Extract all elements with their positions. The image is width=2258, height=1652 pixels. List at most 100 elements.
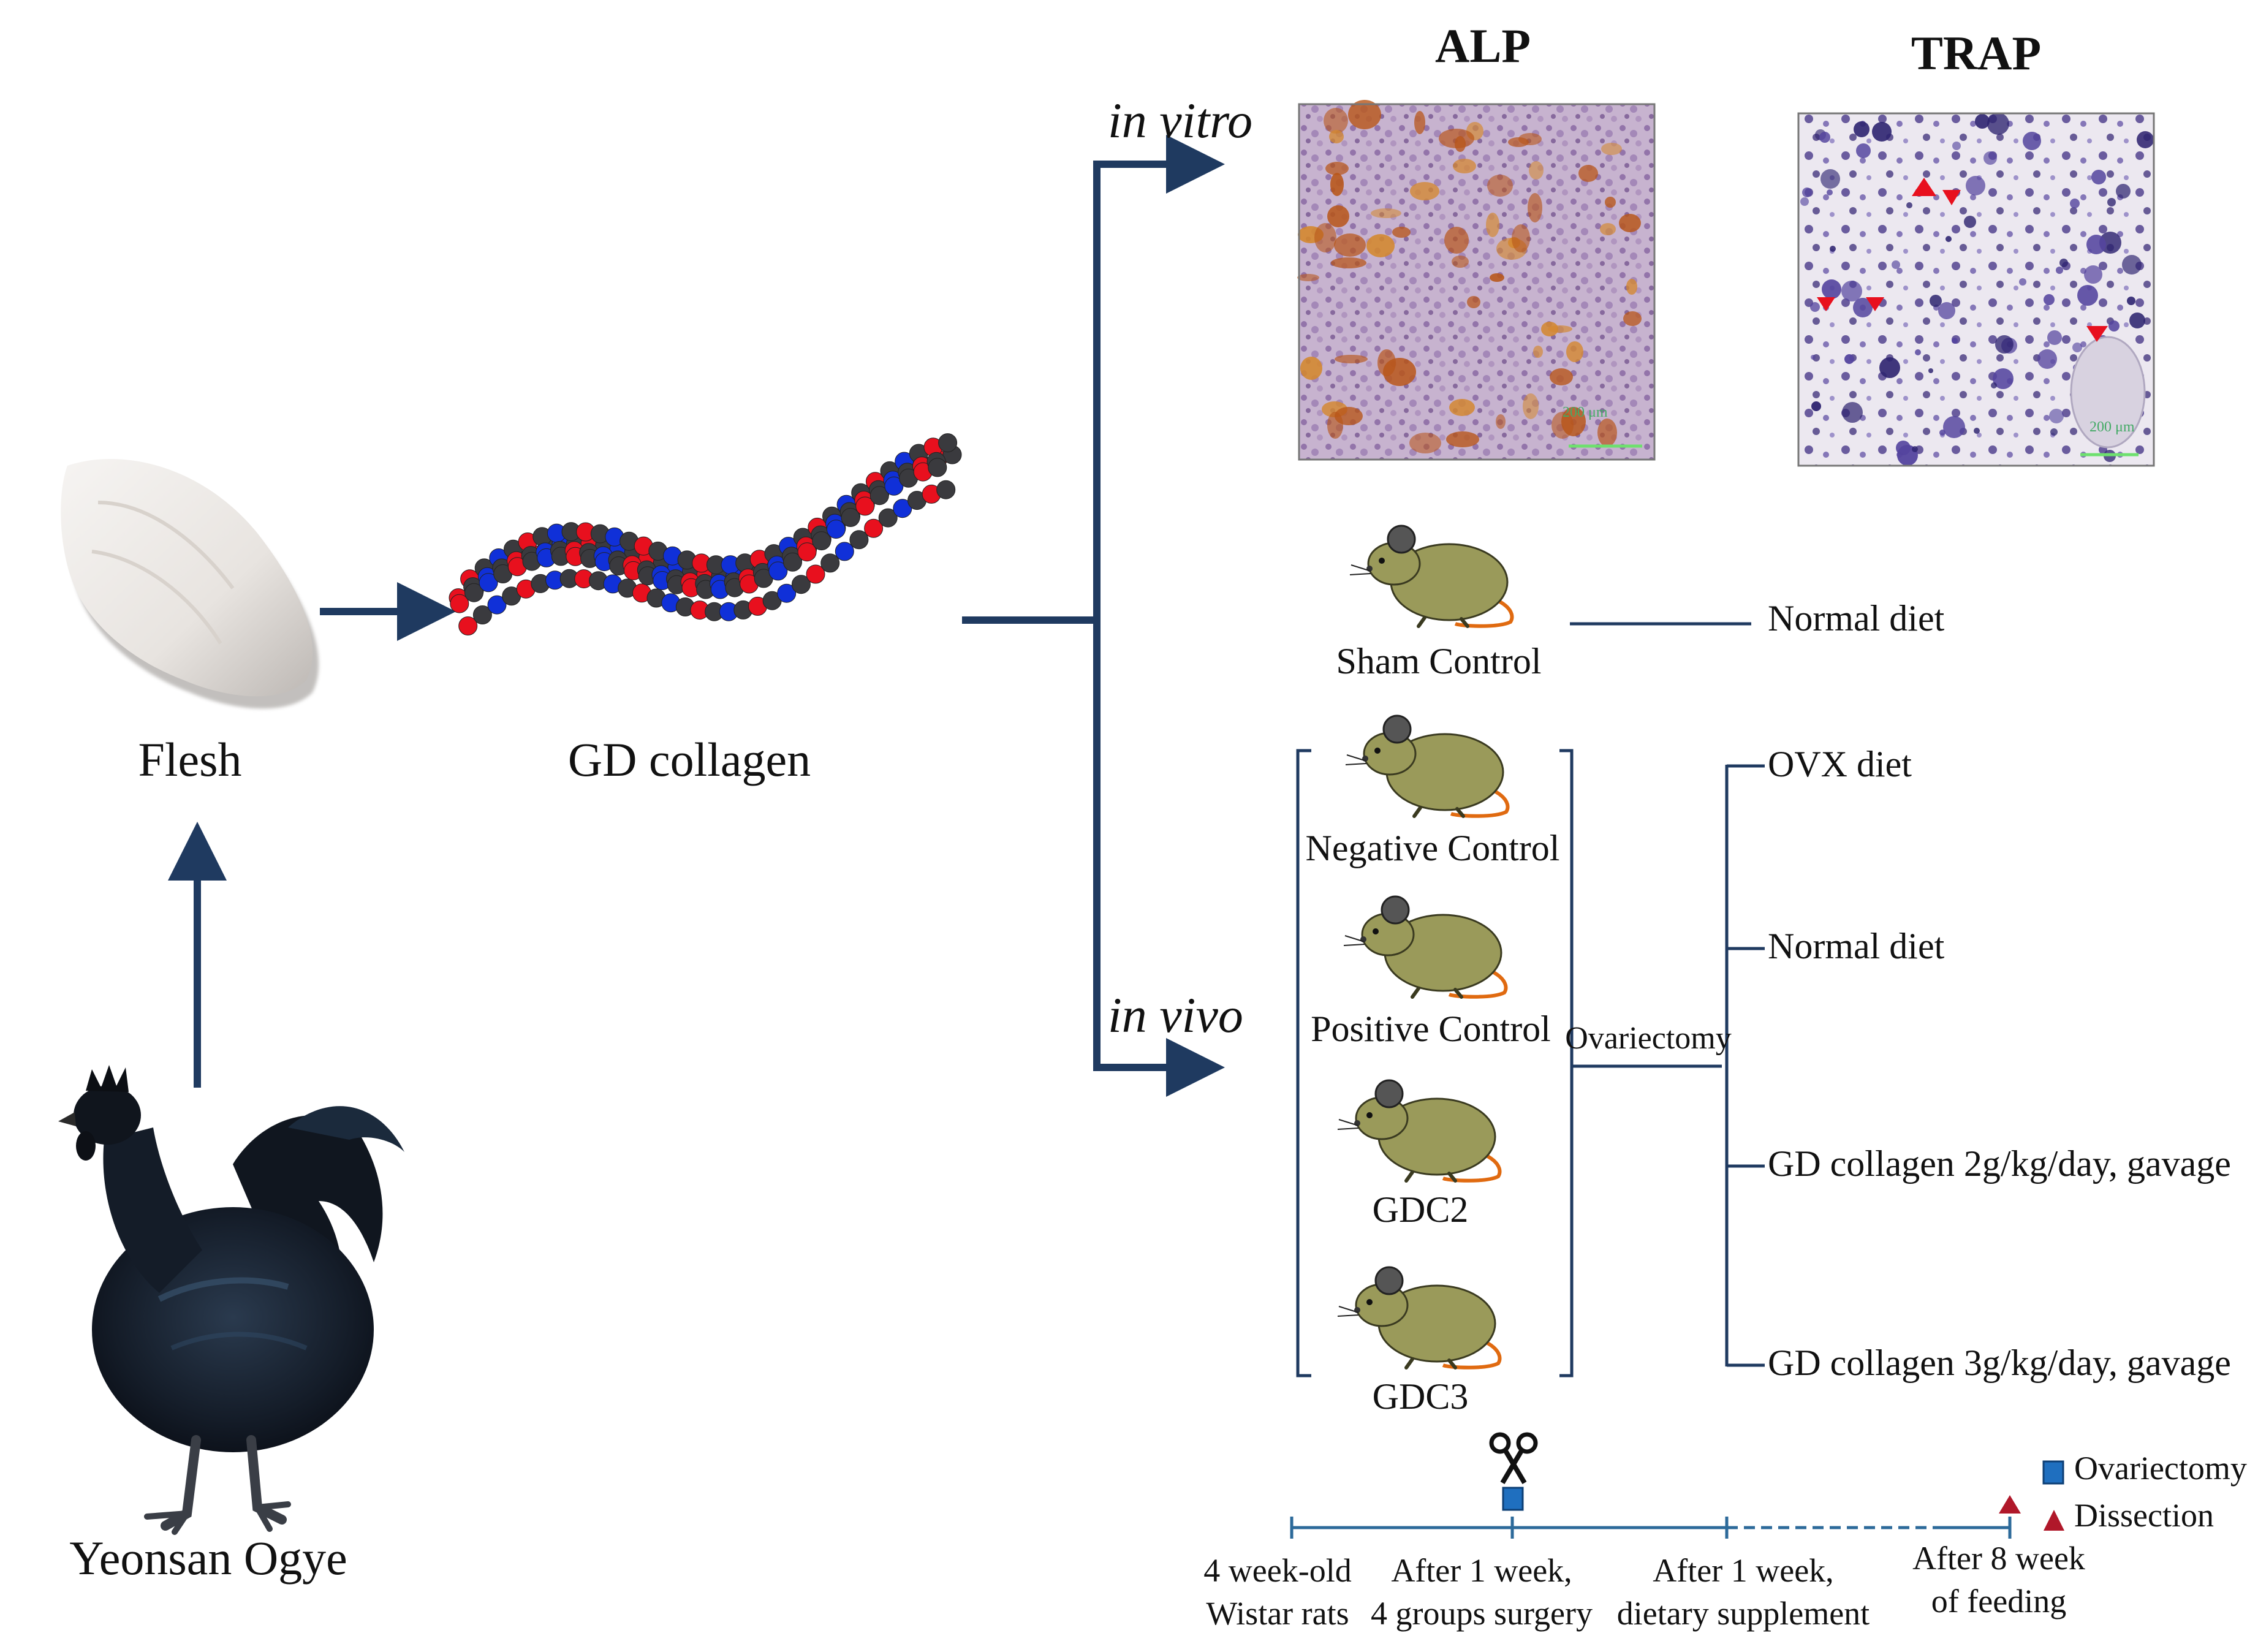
- trap-cell-cluster: [2127, 297, 2135, 305]
- timeline-step-2-line-1: After 1 week,: [1391, 1552, 1572, 1589]
- trap-cell-cluster: [2091, 170, 2106, 184]
- trap-cell-cluster: [1983, 151, 1997, 165]
- alp-stain-spot: [1335, 407, 1363, 425]
- sham-group-label: Sham Control: [1336, 641, 1542, 681]
- group-bracket-right: [1559, 749, 1574, 1377]
- collagen-bead: [893, 499, 912, 518]
- group-label-positive: Positive Control: [1311, 1009, 1551, 1049]
- trap-cell-cluster: [1853, 298, 1873, 317]
- collagen-bead: [464, 583, 483, 602]
- trap-cell-cluster: [1945, 236, 1952, 242]
- trap-cell-cluster: [2037, 349, 2057, 369]
- trap-cell-cluster: [1943, 416, 1965, 438]
- trap-cell-cluster: [2086, 235, 2106, 254]
- trap-marker-triangle: [1912, 178, 1936, 196]
- trap-cell-cluster: [2107, 198, 2116, 206]
- trap-cell-cluster: [1856, 143, 1871, 158]
- trap-cell-cluster: [1822, 279, 1841, 299]
- timeline-step-3-line-1: After 1 week,: [1653, 1552, 1834, 1589]
- alp-stain-spot: [1325, 162, 1349, 175]
- group-bracket-left: [1296, 749, 1311, 1377]
- flesh-image: [61, 459, 319, 709]
- alp-stain-spot: [1409, 433, 1441, 453]
- collagen-bead: [849, 530, 869, 550]
- alp-stain-spot: [1452, 256, 1469, 268]
- alp-stain-spot: [1566, 341, 1583, 362]
- alp-stain-spot: [1410, 182, 1439, 200]
- alp-stain-spot: [1508, 137, 1529, 147]
- rat-icon: [1337, 1079, 1502, 1183]
- diet-label-ovx: OVX diet: [1768, 744, 1912, 784]
- trap-cell-cluster: [1906, 202, 1912, 208]
- trap-cell-cluster: [1811, 355, 1816, 360]
- trap-cell-cluster: [2084, 265, 2102, 284]
- collagen-bead: [777, 583, 797, 603]
- trap-micrograph: [1797, 112, 2155, 467]
- group-label-gdc2: GDC2: [1372, 1189, 1469, 1230]
- timeline-step-4-line-1: After 8 week: [1912, 1540, 2085, 1577]
- in-vivo-label: in vivo: [1108, 987, 1243, 1043]
- collagen-bead: [820, 553, 840, 573]
- rat-icon: [1345, 714, 1510, 818]
- alp-stain-spot: [1496, 414, 1506, 429]
- dissection-marker-triangle: [1999, 1495, 2021, 1514]
- alp-stain-spot: [1348, 100, 1381, 129]
- alp-stain-spot: [1619, 214, 1641, 232]
- trap-cell-cluster: [1991, 382, 1997, 388]
- trap-cell-cluster: [1810, 302, 1820, 312]
- collagen-label: GD collagen: [567, 733, 811, 786]
- alp-stain-spot: [1529, 161, 1544, 180]
- trap-cell-cluster: [1811, 401, 1821, 411]
- trap-cell-cluster: [1844, 354, 1854, 364]
- alp-stain-spot: [1486, 213, 1499, 237]
- trap-cell-cluster: [2122, 255, 2142, 275]
- collagen-bead: [835, 542, 854, 561]
- rat-icon: [1343, 895, 1508, 999]
- trap-cell-cluster: [1975, 114, 1990, 129]
- trap-cell-cluster: [1879, 357, 1900, 378]
- trap-cell-cluster: [2044, 294, 2055, 305]
- trap-cell-cluster: [1841, 281, 1862, 301]
- timeline: [1290, 1517, 2012, 1539]
- trap-cell-cluster: [1995, 335, 2014, 354]
- timeline-step-1-line-2: Wistar rats: [1206, 1595, 1349, 1632]
- alp-stain-spot: [1335, 355, 1368, 363]
- flesh-label: Flesh: [138, 733, 242, 786]
- collagen-bead: [878, 508, 898, 528]
- trap-cell-cluster: [2116, 184, 2131, 199]
- alp-stain-spot: [1444, 227, 1469, 254]
- collagen-bead: [806, 564, 825, 584]
- timeline-step-4: After 8 week of feeding: [1912, 1537, 2085, 1623]
- alp-stain-spot: [1327, 205, 1349, 227]
- collagen-bead: [936, 480, 956, 499]
- trap-cell-cluster: [1966, 176, 1985, 195]
- group-label-negative: Negative Control: [1305, 828, 1560, 868]
- legend-dissection-triangle: [2044, 1510, 2064, 1531]
- rat-icon: [1349, 525, 1514, 628]
- alp-stain-spot: [1371, 208, 1401, 218]
- alp-stain-spot: [1626, 279, 1637, 295]
- trap-title: TRAP: [1911, 26, 2042, 80]
- diet-label-gdc3: GD collagen 3g/kg/day, gavage: [1768, 1343, 2231, 1383]
- trap-cell-cluster: [1915, 349, 1921, 355]
- trap-cell-cluster: [2077, 285, 2098, 306]
- collagen-bead: [768, 561, 788, 581]
- collagen-helix: [449, 433, 962, 635]
- alp-stain-spot: [1533, 346, 1543, 358]
- collagen-bead: [791, 575, 811, 594]
- legend-ovariectomy-square: [2042, 1460, 2064, 1485]
- legend-dissection-label: Dissection: [2074, 1497, 2214, 1534]
- trap-marker-triangle: [1817, 297, 1835, 311]
- timeline-step-2: After 1 week, 4 groups surgery: [1371, 1549, 1593, 1635]
- trap-cell-cluster: [1802, 188, 1812, 197]
- trap-cell-cluster: [1952, 142, 1961, 150]
- trap-cell-cluster: [2049, 409, 2064, 423]
- alp-stain-spot: [1623, 311, 1642, 326]
- alp-scale-label: 200 μm: [1563, 404, 1608, 420]
- trap-marker-triangle: [1942, 190, 1961, 205]
- trap-cell-cluster: [1892, 260, 1900, 269]
- collagen-bead: [938, 433, 958, 453]
- trap-cell-cluster: [1952, 338, 1958, 344]
- trap-cell-cluster: [1930, 295, 1942, 307]
